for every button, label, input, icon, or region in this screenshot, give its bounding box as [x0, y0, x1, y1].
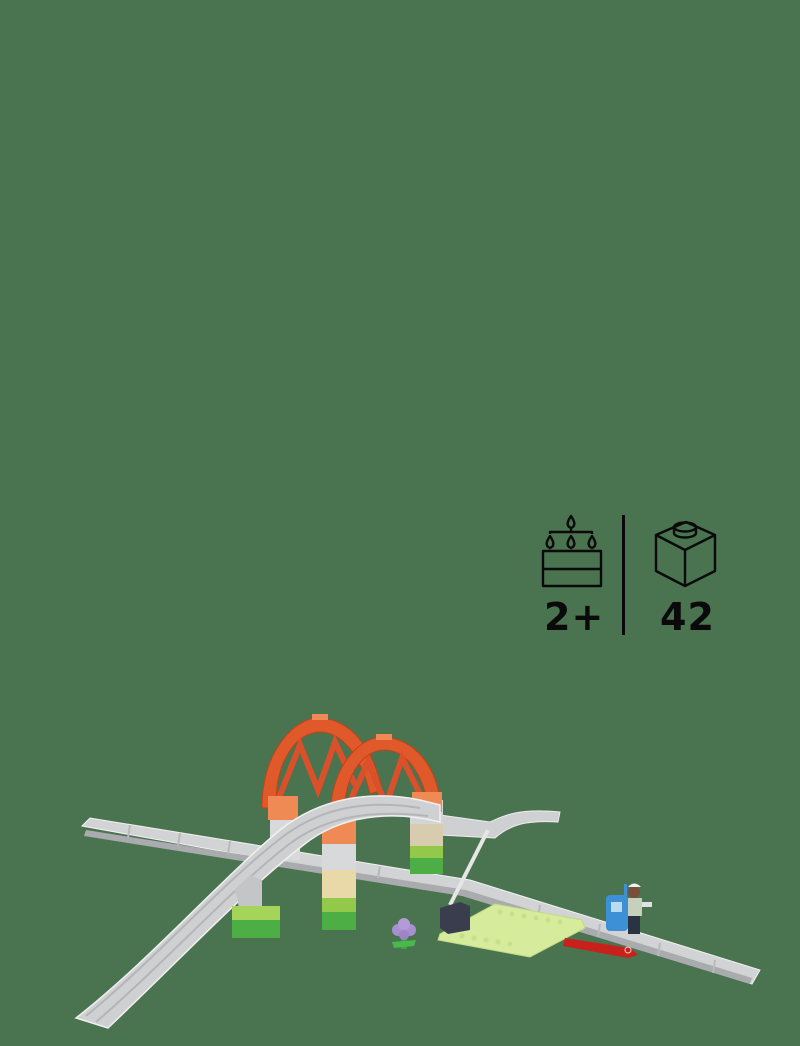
brick-icon — [654, 520, 717, 588]
bridge-arch-left — [261, 714, 383, 820]
level-crossing-plate — [437, 903, 586, 958]
bridge-front-piers — [232, 844, 356, 938]
figure-with-phone — [606, 883, 652, 934]
bridge-ramp-track — [74, 795, 441, 1029]
age-label: 2+ — [544, 595, 605, 639]
badge-divider — [622, 515, 625, 635]
birthday-cake-icon — [541, 514, 603, 588]
pieces-label: 42 — [660, 595, 715, 639]
barrier-gate — [440, 829, 490, 934]
crossing-track — [80, 817, 761, 985]
bridge-end-track — [439, 810, 561, 839]
red-action-track — [563, 938, 638, 958]
flower — [392, 918, 416, 949]
